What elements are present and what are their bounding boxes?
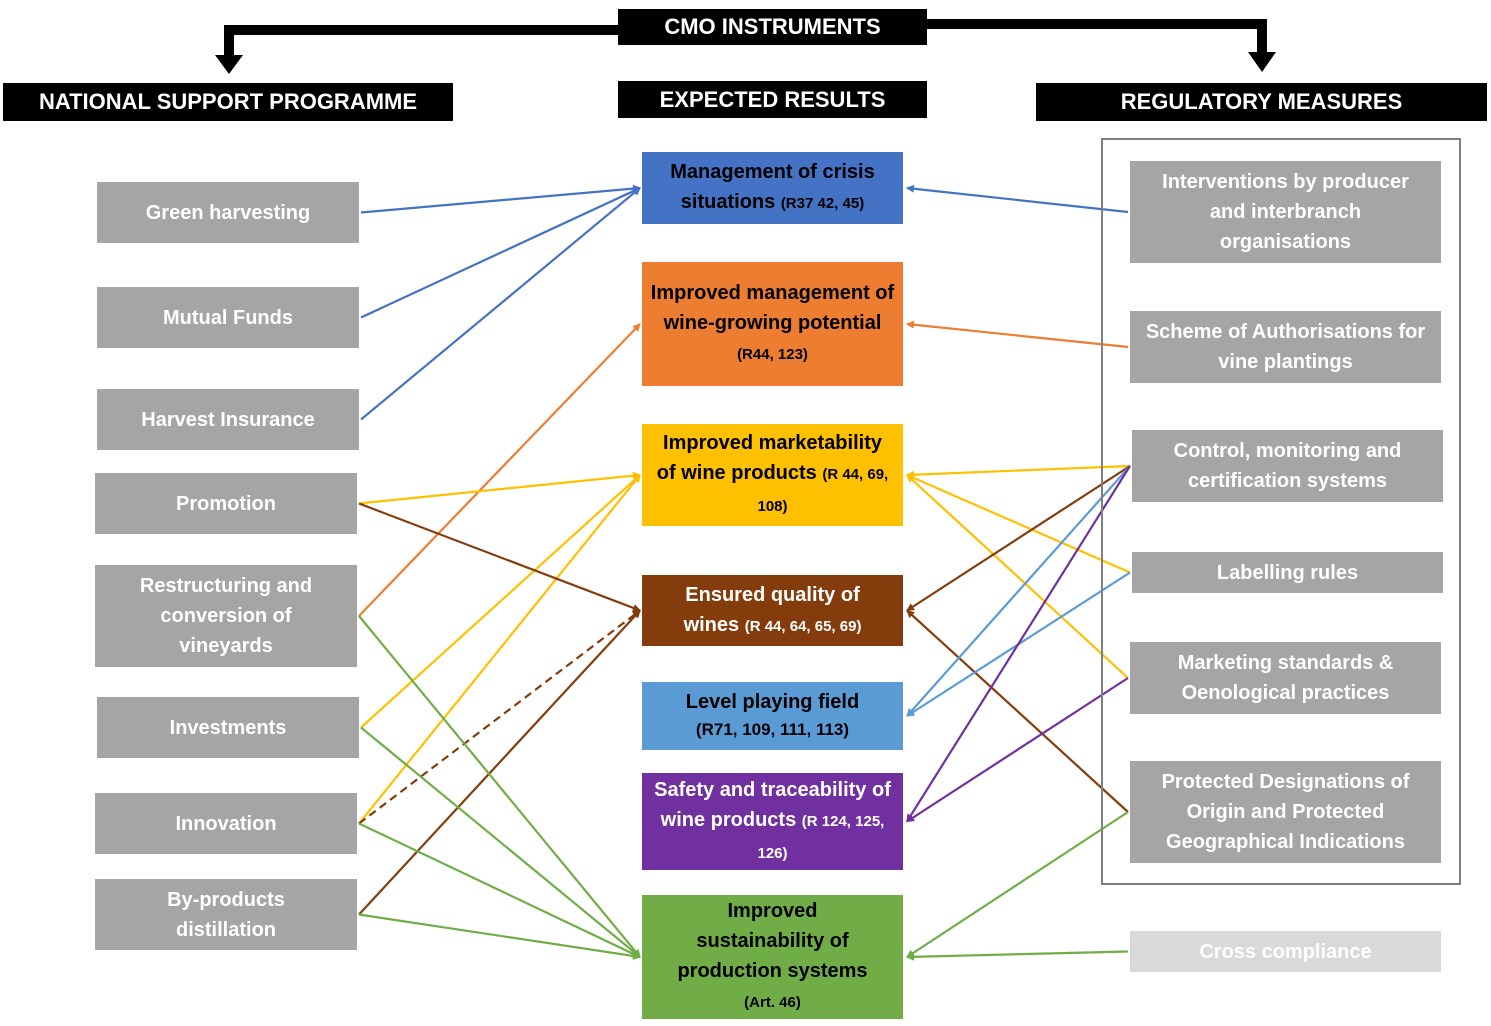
result-label: Level playing field bbox=[685, 691, 860, 713]
cmo-to-national-arrow bbox=[224, 25, 618, 62]
link-control-to-safety bbox=[906, 465, 1131, 823]
box-pdo-pgi: Protected Designations of Origin and Pro… bbox=[1130, 761, 1441, 863]
link-marketing-to-safety bbox=[906, 677, 1129, 823]
regulatory-measures-frame bbox=[1101, 138, 1461, 885]
link-control-to-quality bbox=[906, 465, 1131, 612]
result-marketability: Improved marketability of wine products … bbox=[642, 424, 903, 526]
regulatory-measures-header: REGULATORY MEASURES bbox=[1036, 83, 1487, 121]
result-safety-traceability: Safety and traceability of wine products… bbox=[642, 773, 903, 870]
result-ref: (R 124, 125, 126) bbox=[757, 812, 885, 862]
box-restructuring: Restructuring and conversion of vineyard… bbox=[95, 565, 357, 667]
box-investments: Investments bbox=[97, 697, 359, 758]
link-byproducts-to-quality bbox=[358, 609, 641, 916]
box-producer-interventions: Interventions by producer and interbranc… bbox=[1130, 161, 1441, 263]
link-insurance-to-crisis bbox=[360, 187, 641, 421]
link-promotion-to-quality bbox=[358, 502, 641, 612]
national-support-header: NATIONAL SUPPORT PROGRAMME bbox=[3, 83, 453, 121]
box-promotion: Promotion bbox=[95, 473, 357, 534]
link-innovation-to-quality bbox=[358, 609, 641, 825]
box-innovation: Innovation bbox=[95, 793, 357, 854]
link-interventions-to-crisis bbox=[906, 184, 1129, 214]
result-sustainability: Improved sustainability of production sy… bbox=[642, 895, 903, 1019]
result-ref: (R37 42, 45) bbox=[780, 195, 865, 212]
result-label: Ensured quality of wines bbox=[683, 583, 860, 636]
link-innovation-to-sustainability bbox=[358, 822, 641, 958]
link-byproducts-to-sustainability bbox=[358, 913, 641, 960]
result-label: Safety and traceability of wine products bbox=[654, 778, 891, 831]
link-pdo-to-quality bbox=[906, 609, 1129, 813]
link-restructuring-to-potential bbox=[358, 323, 641, 617]
box-marketing-standards: Marketing standards & Oenological practi… bbox=[1130, 642, 1441, 714]
box-labelling-rules: Labelling rules bbox=[1132, 552, 1443, 593]
cmo-to-national-arrowhead bbox=[215, 55, 243, 74]
result-wine-growing-potential: Improved management of wine-growing pote… bbox=[642, 262, 903, 386]
box-control-monitoring: Control, monitoring and certification sy… bbox=[1132, 430, 1443, 502]
result-ref: (R 44, 64, 65, 69) bbox=[744, 617, 862, 635]
result-label: Improved sustainability of production sy… bbox=[677, 900, 868, 982]
result-ref: (R71, 109, 111, 113) bbox=[695, 720, 850, 739]
box-cross-compliance: Cross compliance bbox=[1130, 931, 1441, 972]
link-investments-to-sustainability bbox=[360, 726, 641, 958]
box-harvest-insurance: Harvest Insurance bbox=[97, 389, 359, 450]
result-quality: Ensured quality of wines (R 44, 64, 65, … bbox=[642, 575, 903, 646]
link-control-to-level bbox=[906, 465, 1131, 717]
link-green-to-crisis bbox=[360, 184, 641, 214]
expected-results-header: EXPECTED RESULTS bbox=[618, 81, 927, 118]
result-crisis-management: Management of crisis situations (R37 42,… bbox=[642, 152, 903, 224]
link-authorisations-to-potential bbox=[906, 320, 1129, 349]
link-labelling-to-marketability bbox=[906, 473, 1131, 574]
result-ref: (R 44, 69, 108) bbox=[757, 466, 889, 515]
result-ref: (R44, 123) bbox=[737, 346, 808, 363]
box-by-products-distillation: By-products distillation bbox=[95, 879, 357, 950]
box-mutual-funds: Mutual Funds bbox=[97, 287, 359, 348]
result-label: Improved management of wine-growing pote… bbox=[650, 282, 895, 334]
link-investments-to-marketability bbox=[360, 474, 641, 729]
cmo-instruments-header: CMO INSTRUMENTS bbox=[618, 9, 927, 45]
link-marketing-to-marketability bbox=[906, 474, 1129, 679]
link-mutual-to-crisis bbox=[360, 187, 641, 319]
link-restructuring-to-sustainability bbox=[358, 615, 641, 958]
result-label: Improved marketability of wine products bbox=[656, 432, 882, 484]
result-label: Management of crisis situations bbox=[670, 161, 875, 213]
link-pdo-to-sustainability bbox=[906, 811, 1129, 958]
result-ref: (Art. 46) bbox=[744, 994, 801, 1011]
result-level-playing-field: Level playing field (R71, 109, 111, 113) bbox=[642, 682, 903, 750]
link-control-to-marketability bbox=[906, 464, 1131, 479]
link-cross-to-sustainability bbox=[906, 950, 1129, 961]
box-authorisations: Scheme of Authorisations for vine planti… bbox=[1130, 311, 1441, 383]
link-promotion-to-marketability bbox=[358, 471, 641, 505]
link-innovation-to-marketability bbox=[358, 474, 641, 825]
cmo-to-regulatory-arrow bbox=[927, 19, 1267, 58]
cmo-to-regulatory-arrowhead bbox=[1248, 52, 1276, 72]
box-green-harvesting: Green harvesting bbox=[97, 182, 359, 243]
